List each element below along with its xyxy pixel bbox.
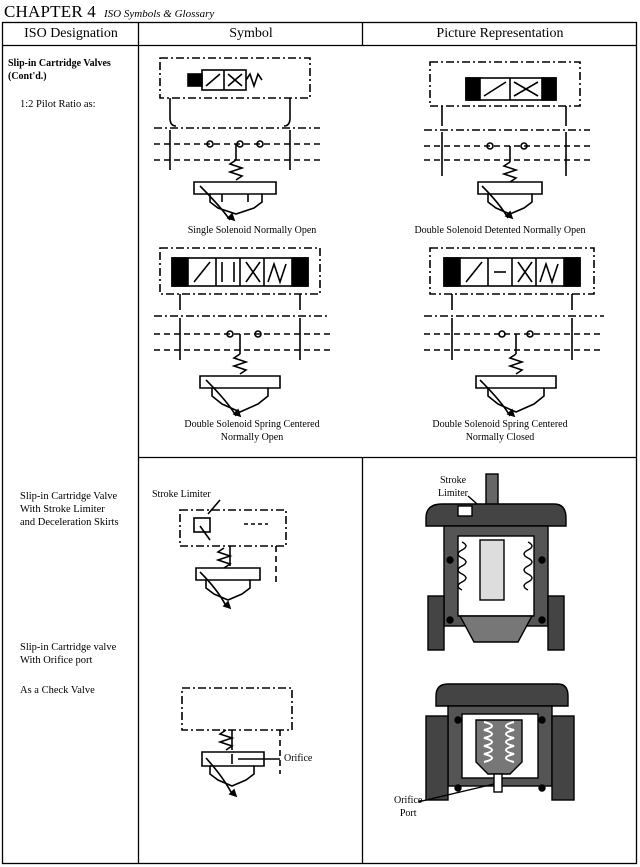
caption-double-solenoid-open: Double Solenoid Spring Centered Normally… bbox=[142, 418, 362, 444]
caption-double-solenoid-closed: Double Solenoid Spring Centered Normally… bbox=[364, 418, 636, 444]
orifice-check-valve-cross-section bbox=[418, 683, 575, 803]
stroke-limiter-desc-line3: and Deceleration Skirts bbox=[20, 517, 119, 528]
double-solenoid-closed-picture bbox=[424, 247, 604, 418]
chapter-title: CHAPTER 4 bbox=[4, 2, 97, 21]
stroke-limiter-desc-line1: Slip-in Cartridge Valve bbox=[20, 491, 118, 502]
stroke-limiter-cross-section bbox=[425, 473, 567, 651]
chapter-subtitle: ISO Symbols & Glossary bbox=[104, 8, 215, 20]
stroke-limiter-pic-label: Stroke Limiter bbox=[438, 474, 468, 500]
orifice-desc-line1: Slip-in Cartridge valve bbox=[20, 642, 117, 653]
orifice-port-label: Orifice Port bbox=[394, 794, 422, 820]
column-header-picture: Picture Representation bbox=[436, 26, 564, 41]
check-valve-label: As a Check Valve bbox=[20, 685, 95, 696]
orifice-desc-line2: With Orifice port bbox=[20, 655, 93, 666]
orifice-description: Slip-in Cartridge valve With Orifice por… bbox=[20, 641, 116, 667]
section-title: Slip-in Cartridge Valves (Cont'd.) bbox=[8, 57, 111, 83]
orifice-check-valve-symbol bbox=[181, 687, 293, 798]
orifice-port-line2: Port bbox=[399, 808, 417, 819]
section-title-line1: Slip-in Cartridge Valves bbox=[8, 58, 111, 69]
caption-double-solenoid-closed-line1: Double Solenoid Spring Centered bbox=[432, 419, 568, 430]
stroke-limiter-pic-line1: Stroke bbox=[439, 475, 467, 486]
caption-double-solenoid-open-line2: Normally Open bbox=[220, 432, 284, 443]
single-solenoid-symbol bbox=[154, 57, 320, 222]
stroke-limiter-pic-line2: Limiter bbox=[438, 488, 468, 499]
caption-double-solenoid-open-line1: Double Solenoid Spring Centered bbox=[184, 419, 320, 430]
orifice-label: Orifice bbox=[284, 753, 313, 764]
stroke-limiter-description: Slip-in Cartridge Valve With Stroke Limi… bbox=[20, 490, 119, 529]
stroke-limiter-symbol bbox=[179, 499, 287, 610]
column-header-iso-designation: ISO Designation bbox=[24, 26, 118, 41]
page-header: CHAPTER 4 ISO Symbols & Glossary bbox=[4, 2, 215, 21]
column-header-symbol: Symbol bbox=[229, 26, 273, 41]
caption-double-solenoid-detented: Double Solenoid Detented Normally Open bbox=[414, 225, 586, 236]
stroke-limiter-desc-line2: With Stroke Limiter bbox=[20, 504, 105, 515]
orifice-port-line1: Orifice bbox=[394, 795, 423, 806]
pilot-ratio-label: 1:2 Pilot Ratio as: bbox=[20, 99, 96, 110]
caption-single-solenoid: Single Solenoid Normally Open bbox=[187, 225, 317, 236]
stroke-limiter-label: Stroke Limiter bbox=[152, 489, 211, 500]
section-title-line2: (Cont'd.) bbox=[8, 71, 47, 82]
caption-double-solenoid-closed-line2: Normally Closed bbox=[465, 432, 535, 443]
double-solenoid-detented-picture bbox=[424, 61, 590, 220]
double-solenoid-open-symbol bbox=[154, 247, 330, 418]
